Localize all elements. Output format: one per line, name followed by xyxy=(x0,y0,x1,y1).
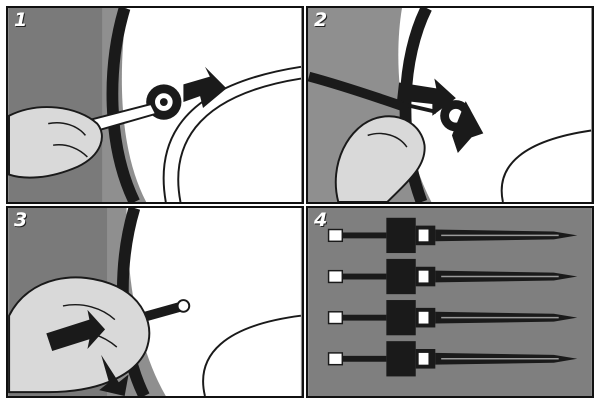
screwdriver-removing-nut-icon xyxy=(308,8,592,202)
step-number-4: 4 xyxy=(314,209,328,231)
four-heating-elements-icon xyxy=(309,208,591,396)
step-number-3: 3 xyxy=(14,209,28,231)
heating-element-2 xyxy=(327,258,578,295)
heating-element-4 xyxy=(327,341,578,377)
step-4-panel: 4 xyxy=(306,206,594,398)
step-1-panel: 1 xyxy=(6,6,304,204)
step-2-panel: 2 xyxy=(306,6,594,204)
hand-pulling-electrode-icon xyxy=(8,208,302,396)
wrench-loosening-nut-icon xyxy=(8,8,302,202)
step-number-1: 1 xyxy=(14,9,28,31)
step-number-2: 2 xyxy=(314,9,328,31)
heating-element-3 xyxy=(327,300,578,336)
heating-element-1 xyxy=(327,217,578,254)
step-3-panel: 3 xyxy=(6,206,304,398)
